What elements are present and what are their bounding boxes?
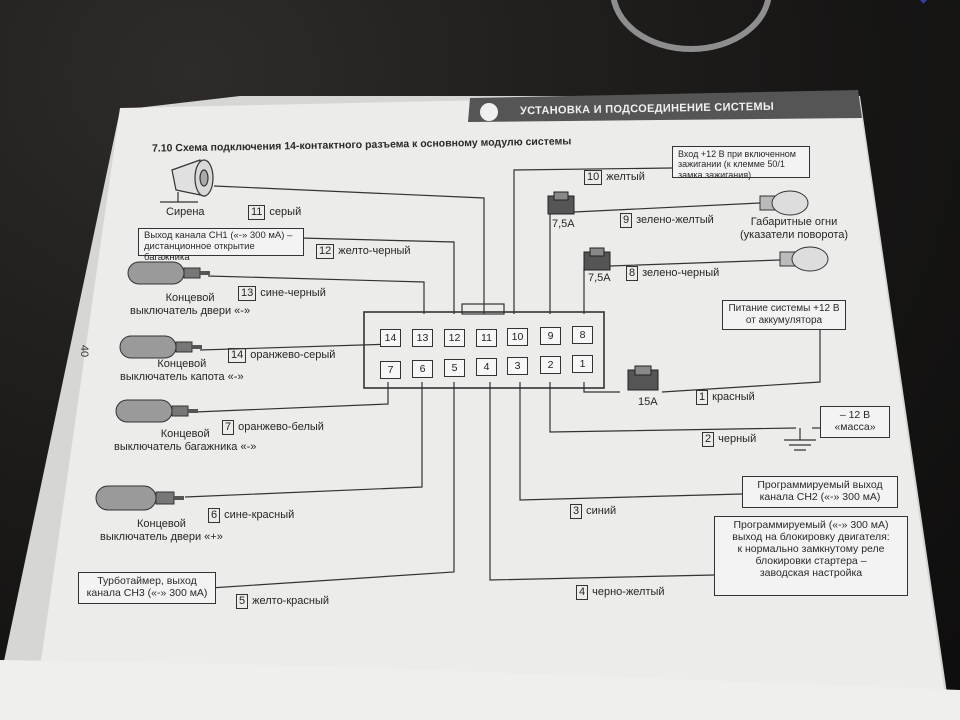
connector-pin-14: 14 xyxy=(380,329,401,347)
bulb-icon-8 xyxy=(779,246,829,272)
connector-pin-7: 7 xyxy=(380,361,401,379)
connector-pin-3: 3 xyxy=(507,357,528,375)
fuse-rating-8: 7,5А xyxy=(588,272,611,284)
ch1-output-box: Выход канала СН1 («-» 300 мА) – дистанци… xyxy=(138,228,304,263)
connector-pin-1: 1 xyxy=(572,355,593,373)
fuse-icon-1 xyxy=(627,365,659,391)
parking-lights-label: Габаритные огни(указатели поворота) xyxy=(740,216,849,241)
hood-switch-icon xyxy=(119,335,202,359)
door-switch-plus-icon xyxy=(95,485,184,511)
connector-pin-9: 9 xyxy=(540,327,561,345)
fuse-icon-9 xyxy=(547,191,575,215)
connector-pin-12: 12 xyxy=(444,329,465,347)
door-switch-minus-icon xyxy=(127,261,210,285)
siren-icon xyxy=(160,159,214,203)
fuse-rating-9: 7,5А xyxy=(552,218,575,230)
siren-label: Сирена xyxy=(166,206,205,218)
connector-pin-10: 10 xyxy=(507,328,528,346)
bulb-icon-9 xyxy=(759,190,809,216)
connector-pin-11: 11 xyxy=(476,329,497,347)
connector-pin-6: 6 xyxy=(412,360,433,378)
fuse-rating-1: 15А xyxy=(638,396,658,408)
connector-pin-13: 13 xyxy=(412,329,433,347)
connector-pin-8: 8 xyxy=(572,326,593,344)
trunk-switch-icon xyxy=(115,399,198,423)
connector-pin-4: 4 xyxy=(476,358,497,376)
fuse-icon-8 xyxy=(583,247,611,271)
immobilizer-output-box: Программируемый («-» 300 мА) выход на бл… xyxy=(714,516,908,596)
connector-pin-2: 2 xyxy=(540,356,561,374)
connector-pin-5: 5 xyxy=(444,359,465,377)
ignition-input-box: Вход +12 В при включенном зажигании (к к… xyxy=(672,146,810,180)
ground-box: – 12 В«масса» xyxy=(820,406,890,438)
